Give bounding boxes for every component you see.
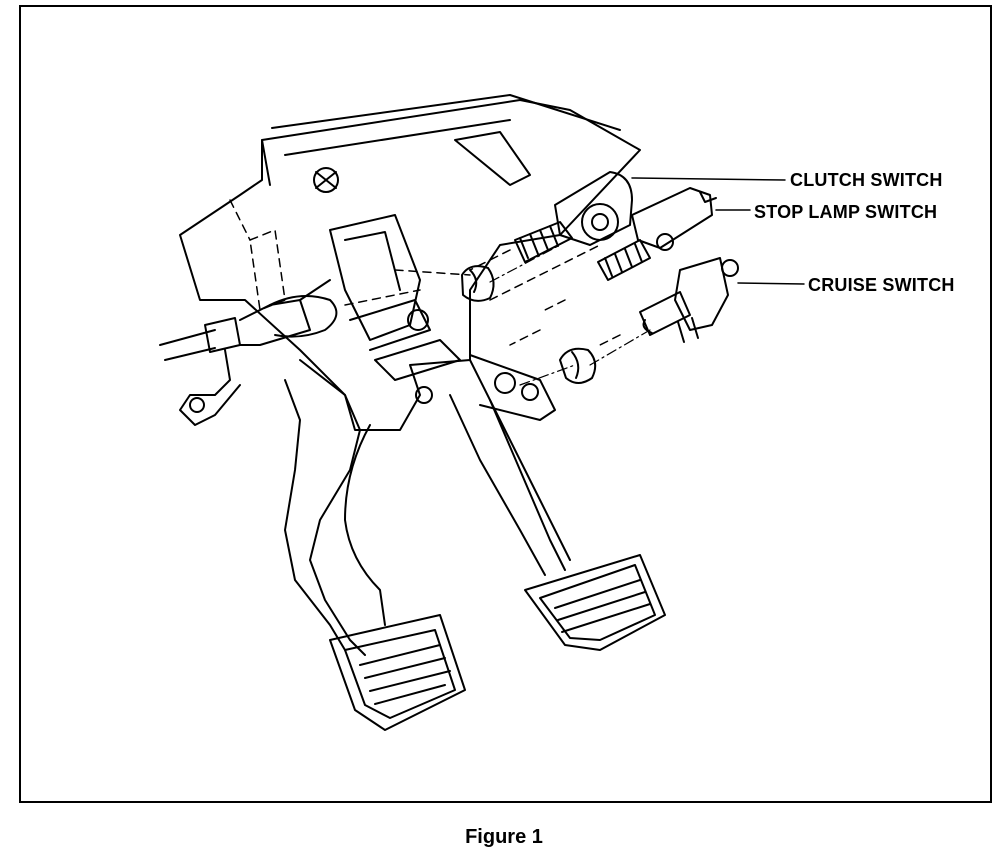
pedal-bracket <box>179 94 641 431</box>
leader-lines <box>631 177 805 285</box>
cruise-switch-label: CRUISE SWITCH <box>808 275 955 295</box>
clutch-pedal <box>284 359 466 731</box>
retainer-clips <box>461 265 597 384</box>
stop-lamp-switch <box>597 187 717 281</box>
cruise-switch <box>639 257 739 343</box>
stop-lamp-switch-label: STOP LAMP SWITCH <box>754 202 938 222</box>
clutch-switch-label: CLUTCH SWITCH <box>790 170 943 190</box>
hidden-lines <box>229 199 621 346</box>
push-rod-linkage <box>159 279 338 426</box>
clutch-switch <box>514 171 633 263</box>
brake-pedal <box>415 354 666 651</box>
figure-caption: Figure 1 <box>465 826 543 848</box>
figure-frame <box>19 5 992 803</box>
alignment-lines <box>489 244 651 386</box>
